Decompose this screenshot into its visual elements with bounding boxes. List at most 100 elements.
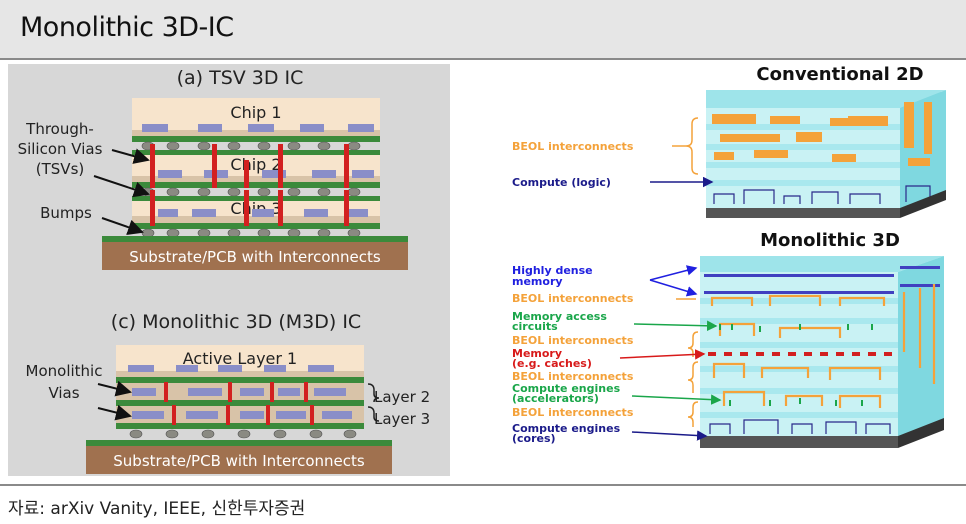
chip-1-metal-layer bbox=[132, 136, 380, 142]
m3d-substrate-metal bbox=[86, 440, 392, 446]
conventional-2d-title: Conventional 2D bbox=[756, 64, 923, 85]
monolithic-vias-arrow-2 bbox=[97, 404, 132, 421]
beol-label-4: BEOL interconnects bbox=[512, 406, 634, 419]
m3d-substrate bbox=[86, 446, 392, 474]
tsv-substrate-label: Substrate/PCB with Interconnects bbox=[129, 248, 381, 266]
m3d-heading: (c) Monolithic 3D (M3D) IC bbox=[111, 311, 361, 333]
compute-cores-label-2: (cores) bbox=[512, 432, 556, 445]
m3d-memory-cache-row bbox=[708, 352, 892, 356]
chip-3-metal-layer bbox=[132, 223, 380, 229]
chip-3-metal-top bbox=[132, 196, 380, 201]
active-layer-label: Active Layer 1 bbox=[183, 349, 297, 368]
conv-cube-top-face bbox=[706, 90, 946, 108]
cube-comparison-diagram: Conventional 2D BEOL interconnects Compu… bbox=[512, 64, 946, 448]
chip-1-device-layer bbox=[132, 130, 380, 138]
bumps-row-1 bbox=[141, 141, 361, 151]
m3d-layer-2-blocks bbox=[132, 388, 346, 396]
conv-beol-brace bbox=[685, 117, 699, 175]
m3d-cube-top-face bbox=[700, 256, 944, 272]
layer-3-label: Layer 3 bbox=[374, 410, 430, 428]
m3d-substrate-label: Substrate/PCB with Interconnects bbox=[113, 452, 365, 470]
compute-cores-arrow bbox=[631, 430, 708, 441]
monolithic-vias bbox=[164, 382, 314, 425]
beol-brace-4 bbox=[687, 401, 699, 427]
m3d-interconnect-wires bbox=[710, 284, 936, 408]
memory-access-label-2: circuits bbox=[512, 320, 558, 333]
chip-2-metal-layer bbox=[132, 182, 380, 188]
dense-memory-label-2: memory bbox=[512, 275, 563, 288]
m3d-cube-base bbox=[700, 436, 898, 448]
m3d-layer-1-metal bbox=[116, 377, 364, 383]
cross-section-panel: (a) TSV 3D IC Chip 1 Chip 2 bbox=[8, 64, 450, 476]
chip-1-label: Chip 1 bbox=[230, 103, 281, 122]
footer-divider bbox=[0, 484, 966, 486]
page-title: Monolithic 3D-IC bbox=[20, 12, 234, 43]
chip-3-blocks bbox=[158, 209, 368, 217]
memory-access-arrow bbox=[633, 320, 718, 332]
bumps-row-3 bbox=[141, 228, 361, 238]
title-divider bbox=[0, 58, 966, 60]
bumps-row-2 bbox=[141, 187, 361, 197]
monolithic-3d-title: Monolithic 3D bbox=[760, 230, 900, 251]
m3d-layer-3-blocks bbox=[132, 411, 352, 419]
layer-3-brace bbox=[367, 406, 380, 422]
chip-2-label: Chip 2 bbox=[230, 155, 281, 174]
m3d-bumps bbox=[129, 429, 357, 439]
m3d-dense-memory-rows bbox=[704, 266, 940, 294]
tsv-arrow-2 bbox=[93, 175, 150, 198]
layer-2-label: Layer 2 bbox=[374, 388, 430, 406]
monolithic-vias-label-1: Monolithic bbox=[26, 362, 103, 380]
cross-section-diagram: (a) TSV 3D IC Chip 1 Chip 2 bbox=[18, 67, 430, 474]
memory-cache-label-1: Memory bbox=[512, 347, 562, 360]
bumps-label: Bumps bbox=[40, 204, 92, 222]
m3d-layer-1-device bbox=[116, 371, 364, 377]
tsv-label-line-2: Silicon Vias bbox=[18, 140, 103, 158]
beol-label-3: BEOL interconnects bbox=[512, 370, 634, 383]
tsv-vias bbox=[150, 144, 349, 226]
memory-cache-label-2: (e.g. caches) bbox=[512, 357, 592, 370]
cube-comparison-panel: Conventional 2D BEOL interconnects Compu… bbox=[500, 62, 962, 480]
conv-cube-base-side bbox=[900, 190, 946, 218]
beol-label-1: BEOL interconnects bbox=[512, 292, 634, 305]
memory-access-label-1: Memory access bbox=[512, 310, 607, 323]
m3d-layer-1-blocks bbox=[128, 365, 334, 372]
compute-cores-label-1: Compute engines bbox=[512, 422, 621, 435]
bumps-arrow bbox=[101, 217, 144, 235]
m3d-layer-2-metal bbox=[116, 400, 364, 406]
dense-memory-label-1: Highly dense bbox=[512, 264, 593, 277]
m3d-access-circuit-ticks bbox=[719, 324, 873, 406]
source-note: 자료: arXiv Vanity, IEEE, 신한투자증권 bbox=[8, 499, 306, 519]
chip-2-device-layer bbox=[132, 176, 380, 184]
monolithic-vias-arrow-1 bbox=[97, 380, 132, 397]
chip-1-blocks bbox=[142, 124, 374, 132]
tsv-label-line-1: Through- bbox=[25, 120, 94, 138]
beol-brace-3 bbox=[687, 361, 699, 393]
conv-compute-label: Compute (logic) bbox=[512, 176, 611, 189]
tsv-arrow-1 bbox=[111, 148, 150, 164]
m3d-layer-3-metal bbox=[116, 423, 364, 429]
conv-cube-logic-wires bbox=[713, 185, 931, 204]
monolithic-vias-label-2: Vias bbox=[48, 384, 79, 402]
title-bar: Monolithic 3D-IC bbox=[0, 0, 966, 58]
conv-cube-base bbox=[706, 208, 900, 218]
m3d-cube-base-side bbox=[898, 418, 944, 448]
memory-cache-arrow bbox=[619, 349, 706, 360]
beol-label-2: BEOL interconnects bbox=[512, 334, 634, 347]
conv-beol-label: BEOL interconnects bbox=[512, 140, 634, 153]
dense-memory-arrow-2 bbox=[649, 279, 698, 297]
chip-2-metal-top bbox=[132, 150, 380, 155]
compute-accelerators-label-1: Compute engines bbox=[512, 382, 621, 395]
chip-3-device-layer bbox=[132, 216, 380, 224]
compute-accelerators-arrow bbox=[631, 394, 722, 405]
tsv-label-line-3: (TSVs) bbox=[36, 160, 84, 178]
conv-cube-stripes bbox=[706, 124, 900, 186]
conv-cube-interconnects bbox=[712, 102, 932, 166]
compute-accelerators-label-2: (accelerators) bbox=[512, 392, 599, 405]
tsv-substrate bbox=[102, 242, 408, 270]
dense-memory-arrow-1 bbox=[649, 265, 698, 281]
tsv-heading: (a) TSV 3D IC bbox=[177, 67, 304, 89]
beol-brace-2 bbox=[687, 331, 699, 357]
m3d-core-wires bbox=[709, 419, 891, 434]
tsv-substrate-metal bbox=[102, 236, 408, 242]
layer-2-brace bbox=[367, 383, 380, 403]
